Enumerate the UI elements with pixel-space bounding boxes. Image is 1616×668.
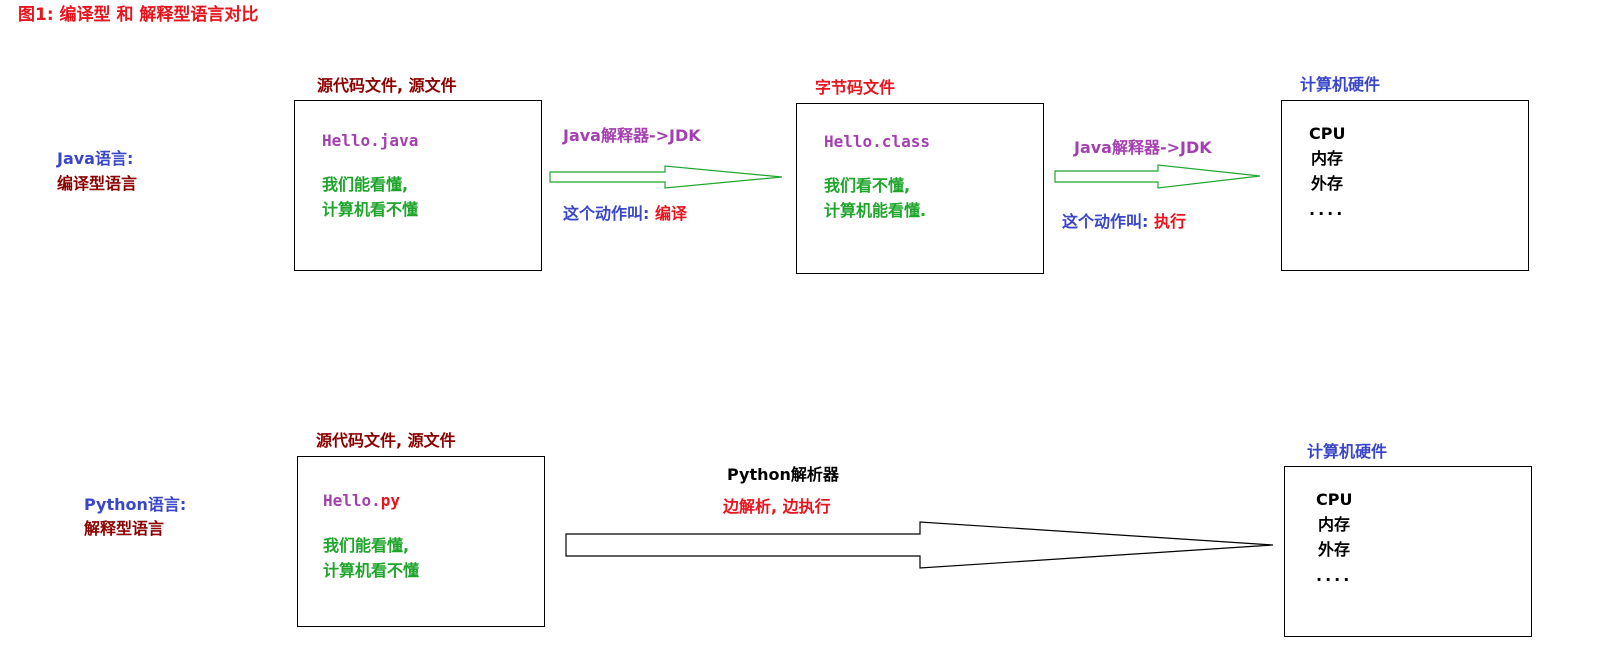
python-hardware-item-memory: 内存 [1318, 515, 1351, 534]
java-bytecode-file: Hello.class [824, 132, 930, 151]
java-arrow2-top-label: Java解释器->JDK [1074, 138, 1212, 157]
java-hardware-item-cpu: CPU [1309, 124, 1346, 143]
java-source-line2: 计算机看不懂 [322, 200, 419, 219]
figure-title: 图1: 编译型 和 解释型语言对比 [18, 5, 259, 25]
java-hardware-item-more: .... [1309, 200, 1346, 219]
java-arrow1-prefix: 这个动作叫: [563, 204, 650, 223]
java-source-line1: 我们能看懂, [322, 175, 409, 194]
java-bytecode-line1: 我们看不懂, [824, 176, 911, 195]
python-hardware-item-more: .... [1316, 566, 1353, 585]
java-lang-label: Java语言: [57, 149, 134, 168]
python-arrow-top-label: Python解析器 [727, 465, 839, 484]
python-source-file-ext: py [380, 491, 401, 510]
java-source-caption: 源代码文件, 源文件 [317, 76, 457, 95]
java-arrow1-top-label: Java解释器->JDK [563, 126, 701, 145]
python-interpret-arrow [565, 521, 1274, 569]
python-source-file-name: Hello. [323, 491, 381, 510]
java-execute-arrow [1054, 164, 1261, 189]
java-hardware-box: CPU 内存 外存 .... [1281, 100, 1529, 271]
java-arrow2-prefix: 这个动作叫: [1062, 212, 1149, 231]
java-source-box: Hello.java 我们能看懂, 计算机看不懂 [294, 100, 542, 271]
python-source-caption: 源代码文件, 源文件 [316, 431, 456, 450]
python-arrow-bottom-label: 边解析, 边执行 [723, 497, 831, 516]
python-hardware-box: CPU 内存 外存 .... [1284, 466, 1532, 637]
python-source-line2: 计算机看不懂 [323, 561, 420, 580]
python-source-line1: 我们能看懂, [323, 536, 410, 555]
java-bytecode-caption: 字节码文件 [815, 78, 896, 97]
java-arrow1-bottom-label: 这个动作叫: 编译 [563, 203, 687, 225]
java-arrow2-action: 执行 [1153, 212, 1186, 231]
java-bytecode-box: Hello.class 我们看不懂, 计算机能看懂. [796, 103, 1044, 274]
python-hardware-item-cpu: CPU [1316, 490, 1353, 509]
python-lang-type: 解释型语言 [84, 519, 165, 538]
java-hardware-caption: 计算机硬件 [1300, 75, 1381, 94]
java-arrow2-bottom-label: 这个动作叫: 执行 [1062, 211, 1186, 233]
java-hardware-item-storage: 外存 [1311, 174, 1344, 193]
python-source-file: Hello.py [323, 490, 400, 512]
java-hardware-item-memory: 内存 [1311, 149, 1344, 168]
python-hardware-item-storage: 外存 [1318, 540, 1351, 559]
python-hardware-caption: 计算机硬件 [1307, 442, 1388, 461]
java-source-file: Hello.java [322, 131, 419, 150]
java-bytecode-line2: 计算机能看懂. [824, 201, 927, 220]
python-lang-label: Python语言: [84, 495, 187, 514]
java-arrow1-action: 编译 [654, 204, 687, 223]
java-compile-arrow [549, 165, 783, 189]
java-lang-type: 编译型语言 [57, 174, 138, 193]
python-source-box: Hello.py 我们能看懂, 计算机看不懂 [297, 456, 545, 627]
